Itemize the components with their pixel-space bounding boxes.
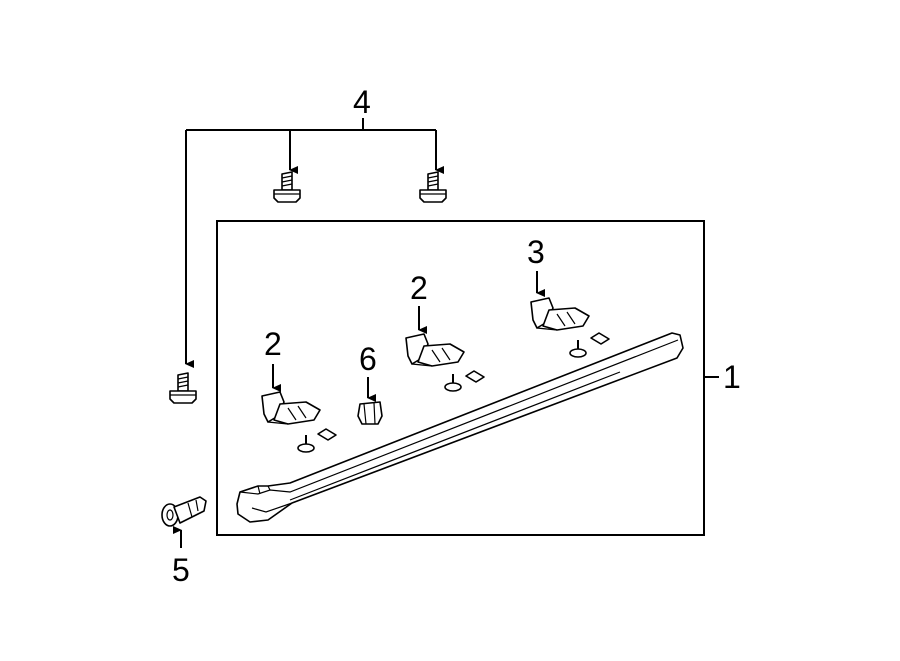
- callout-2-middle: 2: [410, 270, 428, 306]
- retainer-icon: [357, 401, 383, 425]
- callout-4-bracket: [185, 118, 444, 368]
- screw-icon: [444, 374, 462, 392]
- pad-icon: [590, 332, 610, 345]
- callout-1: 1: [723, 359, 741, 395]
- callout-4: 4: [353, 84, 371, 120]
- pad-icon: [317, 428, 337, 441]
- step-bracket-icon: [261, 391, 321, 425]
- callout-2-left: 2: [264, 326, 282, 362]
- screw-icon: [569, 340, 587, 358]
- bolt-icon: [273, 171, 301, 203]
- bolt-icon: [169, 372, 197, 404]
- running-board-icon: [236, 332, 684, 523]
- step-bracket-icon: [405, 333, 465, 367]
- callout-6: 6: [359, 341, 377, 377]
- step-bracket-icon: [530, 297, 590, 331]
- bolt-icon: [419, 171, 447, 203]
- callout-5: 5: [172, 552, 190, 588]
- push-clip-icon: [161, 496, 207, 527]
- callout-3: 3: [527, 234, 545, 270]
- pad-icon: [465, 370, 485, 383]
- screw-icon: [297, 435, 315, 453]
